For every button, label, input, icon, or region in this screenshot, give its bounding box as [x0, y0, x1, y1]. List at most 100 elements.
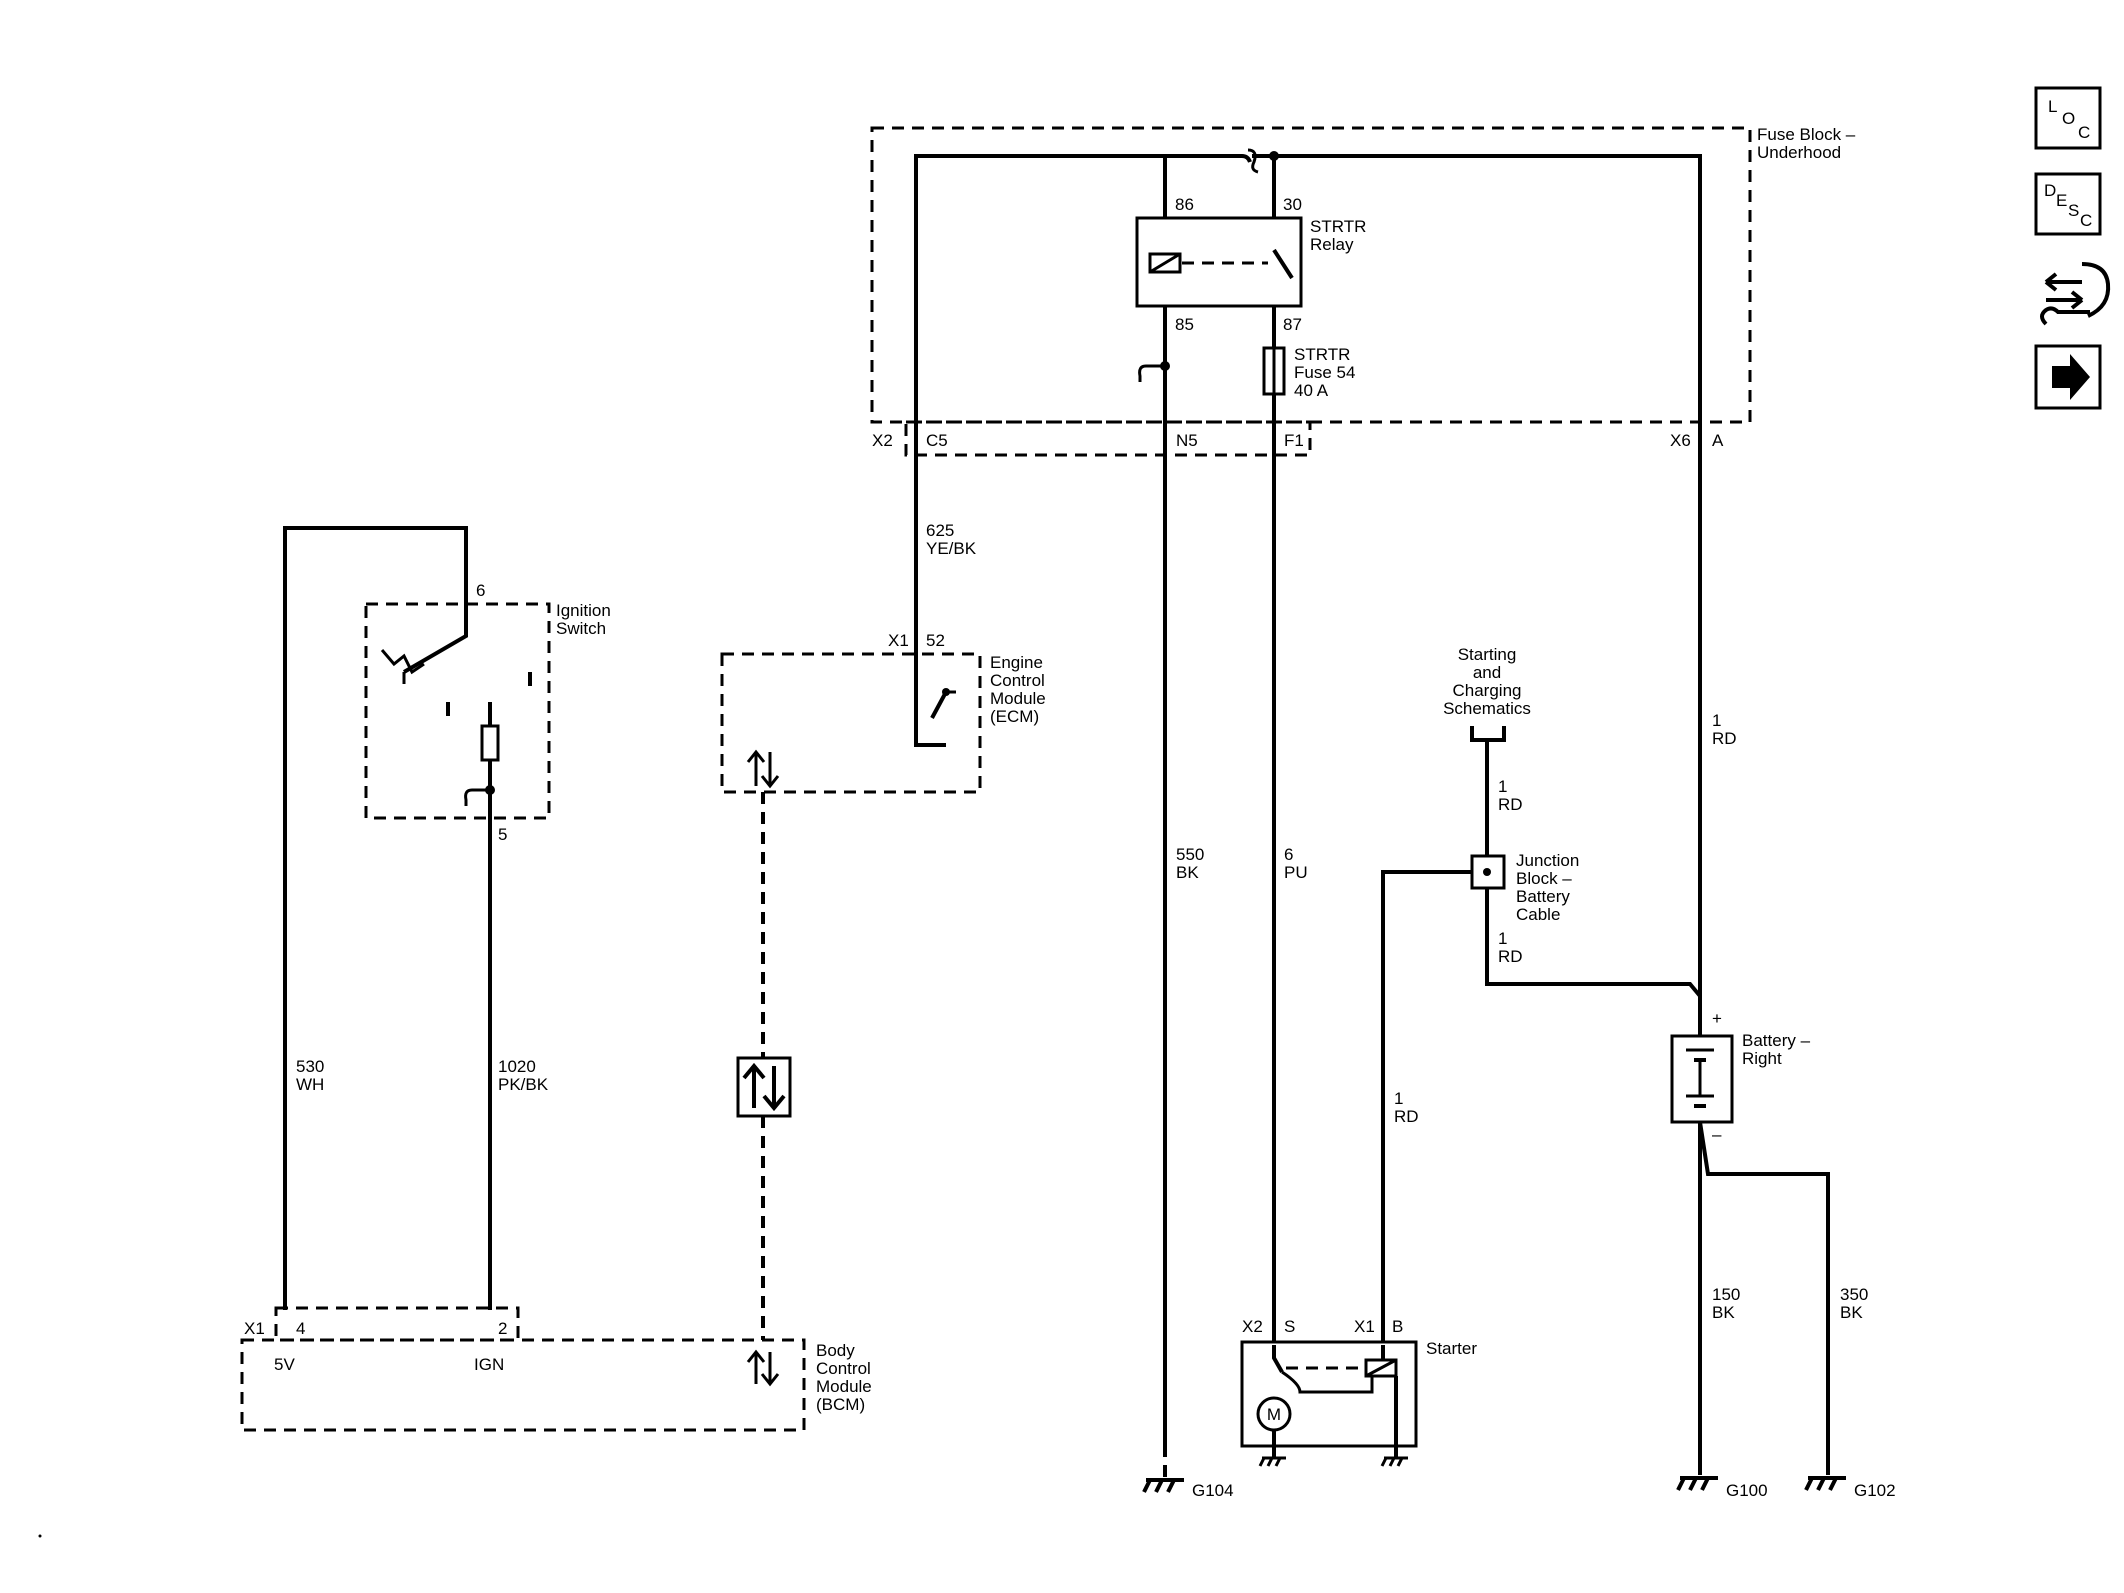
wire-1rd-left-num: 1 [1394, 1089, 1403, 1108]
strtr-relay: 86 30 85 87 STRTR Relay [1135, 195, 1366, 334]
battery-label-2: Right [1742, 1049, 1782, 1068]
wire-junction-to-battery [1485, 888, 1702, 998]
battery-label: Battery – [1742, 1031, 1811, 1050]
starter-x1: X1 [1354, 1317, 1375, 1336]
ecm-wire-in [914, 455, 946, 747]
wire-top-left [914, 154, 1167, 455]
ecm-pin-52: 52 [926, 631, 945, 650]
wire-530-num: 530 [296, 1057, 324, 1076]
connector-repair-icon[interactable] [2040, 262, 2111, 326]
desc-letter-d: D [2044, 181, 2056, 200]
fuse-block-connector-outline [904, 420, 1312, 457]
starter-motor-feed [1281, 1370, 1374, 1394]
ground-g104-label: G104 [1192, 1481, 1234, 1500]
conn-a: A [1712, 431, 1724, 450]
wire-1020-color: PK/BK [498, 1075, 549, 1094]
starter-s: S [1284, 1317, 1295, 1336]
starter-name: Starter [1426, 1339, 1477, 1358]
bcm-label-3: Module [816, 1377, 872, 1396]
ignition-resistor [480, 724, 500, 762]
wire-1rd-mid-num: 1 [1498, 929, 1507, 948]
wrench-icon [2040, 306, 2090, 326]
bcm-label: Body [816, 1341, 855, 1360]
schematic-ref-bracket [1470, 726, 1506, 742]
ecm-switch [930, 691, 948, 719]
junction-label-3: Battery [1516, 887, 1570, 906]
bcm-outline [240, 1338, 806, 1432]
wire-625-color: YE/BK [926, 539, 977, 558]
ground-g100-label: G100 [1726, 1481, 1768, 1500]
starter-solenoid-slash [1365, 1358, 1397, 1378]
bcm-ign: IGN [474, 1355, 504, 1374]
starter-b: B [1392, 1317, 1403, 1336]
desc-letter-e: E [2056, 191, 2067, 210]
ecm-label-3: Module [990, 689, 1046, 708]
wire-150-color: BK [1712, 1303, 1735, 1322]
ground-g100: G100 [1676, 1476, 1768, 1500]
wire-1rd-left-color: RD [1394, 1107, 1419, 1126]
bcm-connector-outline [274, 1306, 520, 1342]
corner-mark [38, 1534, 42, 1538]
starter-switch [1272, 1345, 1284, 1373]
ignition-switch-contact [380, 649, 425, 675]
loc-letter-c: C [2078, 123, 2090, 142]
ignition-outline [364, 602, 551, 820]
ignition-splice-stub [464, 788, 490, 806]
wire-battery-neg-g102 [1698, 1121, 1830, 1475]
conn-c5: C5 [926, 431, 948, 450]
ground-g104: G104 [1142, 1478, 1234, 1500]
starter: X2 S X1 B Starter M [1240, 1317, 1477, 1467]
wire-6-num: 6 [1284, 845, 1293, 864]
junction-block-battery-cable: Junction Block – Battery Cable [1470, 851, 1579, 924]
ignition-label-2: Switch [556, 619, 606, 638]
starter-solenoid-ground-symbol [1380, 1456, 1408, 1467]
desc-letter-c: C [2080, 211, 2092, 230]
junction-label-4: Cable [1516, 905, 1560, 924]
ignition-label: Ignition [556, 601, 611, 620]
bcm-label-2: Control [816, 1359, 871, 1378]
wire-crossover-hop [1247, 148, 1259, 174]
wire-530-top [283, 526, 468, 1310]
ground-g102-label: G102 [1854, 1481, 1896, 1500]
wire-1rd-mid-color: RD [1498, 947, 1523, 966]
ecm-connector: X1 [888, 631, 909, 650]
wire-550-num: 550 [1176, 845, 1204, 864]
conn-x2: X2 [872, 431, 893, 450]
desc-letter-s: S [2068, 201, 2079, 220]
wire-1rd-top-num: 1 [1498, 777, 1507, 796]
strtr-fuse-54: STRTR Fuse 54 40 A [1262, 345, 1355, 400]
fuse-label-3: 40 A [1294, 381, 1329, 400]
junction-dot [1483, 868, 1491, 876]
battery-minus: – [1712, 1125, 1722, 1144]
schematic-ref-label-4: Schematics [1443, 699, 1531, 718]
wire-350-color: BK [1840, 1303, 1863, 1322]
wire-530-color: WH [296, 1075, 324, 1094]
relay-name: STRTR [1310, 217, 1366, 236]
junction-label: Junction [1516, 851, 1579, 870]
fuse-label-2: Fuse 54 [1294, 363, 1355, 382]
conn-f1: F1 [1284, 431, 1304, 450]
battery-right: + – Battery – Right [1670, 1009, 1811, 1144]
relay-pin-87: 87 [1283, 315, 1302, 334]
wire-1rd-right-color: RD [1712, 729, 1737, 748]
wire-625-num: 625 [926, 521, 954, 540]
ignition-pin-5: 5 [498, 825, 507, 844]
bcm-5v: 5V [274, 1355, 295, 1374]
starting-charging-reference: Starting and Charging Schematics [1443, 645, 1531, 742]
wire-junction-to-starter [1381, 870, 1472, 1345]
right-arrow-icon [2052, 354, 2090, 400]
wire-550-color: BK [1176, 863, 1199, 882]
ignition-pin-6: 6 [476, 581, 485, 600]
loc-button[interactable]: L O C [2034, 86, 2102, 150]
wire-1020-num: 1020 [498, 1057, 536, 1076]
schematic-ref-label: Starting [1458, 645, 1517, 664]
next-arrow-button[interactable] [2034, 344, 2102, 410]
relay-contact [1272, 248, 1294, 280]
starter-motor-label: M [1267, 1405, 1281, 1424]
desc-button[interactable]: D E S C [2034, 172, 2102, 236]
bcm-label-4: (BCM) [816, 1395, 865, 1414]
ecm-label: Engine [990, 653, 1043, 672]
relay-coil [1148, 252, 1182, 274]
wire-top-crossover [1165, 154, 1252, 163]
